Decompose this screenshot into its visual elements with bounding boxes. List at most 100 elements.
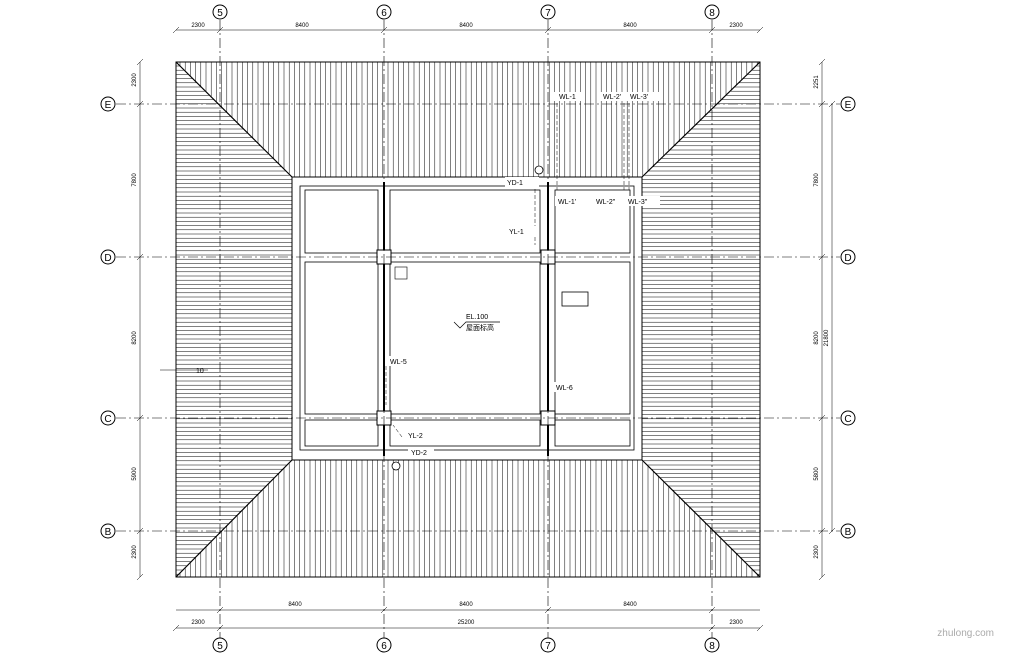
axis-bubble-8-bottom: 8 (704, 637, 720, 653)
dim-bottom-5: 25200 (458, 620, 475, 626)
axis-bubble-5-bottom: 5 (212, 637, 228, 653)
roof-panel (304, 419, 379, 447)
dim-tick (136, 58, 144, 66)
label-wl-1: WL-1 (559, 94, 576, 101)
svg-text:B: B (845, 527, 852, 538)
dim-right-2: 7800 (814, 173, 820, 187)
axis-bubble-B-right: B (840, 523, 856, 539)
roof-structure (160, 61, 761, 578)
axis-bubble-C-right: C (840, 410, 856, 426)
dim-right-3: 8200 (814, 331, 820, 345)
dim-tick (136, 527, 144, 535)
axis-bubble-E-left: E (100, 96, 116, 112)
svg-text:7: 7 (545, 641, 551, 652)
dim-tick (818, 100, 826, 108)
hip-line (641, 459, 761, 578)
dim-tick (708, 26, 716, 34)
dim-bottom-2: 8400 (459, 602, 473, 608)
dim-top-5: 2300 (729, 23, 743, 29)
dim-tick (544, 606, 552, 614)
svg-text:7: 7 (545, 8, 551, 19)
flat-roof-area (291, 176, 643, 461)
axis-bubble-8-top: 8 (704, 4, 720, 20)
svg-text:E: E (105, 100, 112, 111)
corner-detail (394, 266, 408, 280)
dim-bottom-3: 8400 (623, 602, 637, 608)
svg-text:C: C (104, 414, 111, 425)
dim-tick (216, 26, 224, 34)
dim-right-total: 21800 (824, 329, 830, 346)
dim-right-4: 5800 (814, 467, 820, 481)
svg-text:8: 8 (709, 8, 715, 19)
watermark-text: zhulong.com (937, 628, 994, 639)
svg-text:6: 6 (381, 8, 387, 19)
dim-right-1: 2251 (814, 75, 820, 89)
svg-text:B: B (105, 527, 112, 538)
dim-left-1: 2300 (132, 73, 138, 87)
dim-tick (818, 527, 826, 535)
roof-panel (389, 189, 541, 254)
svg-text:D: D (844, 253, 851, 264)
dim-tick (136, 100, 144, 108)
dim-tick (172, 26, 180, 34)
axis-bubble-7-bottom: 7 (540, 637, 556, 653)
dim-left-4: 5900 (132, 467, 138, 481)
axis-bubble-6-top: 6 (376, 4, 392, 20)
dimension-lines (136, 26, 836, 632)
axis-bubble-C-left: C (100, 410, 116, 426)
label-wl-6: WL-6 (556, 385, 573, 392)
dim-tick (818, 253, 826, 261)
dim-tick (544, 26, 552, 34)
label-wl-3-prime: WL-3' (630, 94, 648, 101)
axis-bubble-B-left: B (100, 523, 116, 539)
eave-outline (175, 61, 761, 578)
elevation-marker (453, 321, 500, 329)
label-wl-2-prime: WL-2' (603, 94, 621, 101)
dim-tick (828, 100, 836, 108)
svg-text:C: C (844, 414, 851, 425)
svg-text:D: D (104, 253, 111, 264)
dim-left-2: 7800 (132, 173, 138, 187)
dim-tick (818, 58, 826, 66)
roof-panel (554, 261, 631, 415)
label-wl-1-dprime: WL-1' (558, 199, 576, 206)
axis-bubble-D-right: D (840, 249, 856, 265)
dim-left-5: 2300 (132, 545, 138, 559)
dim-tick (216, 606, 224, 614)
dim-top-2: 8400 (295, 23, 309, 29)
parapet-inner (299, 185, 635, 451)
label-yl-2: YL-2 (408, 433, 423, 440)
drain-yd-2 (391, 461, 401, 471)
dim-tick (380, 606, 388, 614)
component-labels: WL-1 WL-2' WL-3' YD-1 WL-1' WL-2'' WL-3'… (196, 92, 660, 457)
dim-bottom-1: 8400 (288, 602, 302, 608)
dim-right-5: 2300 (814, 545, 820, 559)
roof-hatching (176, 62, 760, 577)
label-wl-3-dprime: WL-3'' (628, 199, 647, 206)
roof-hatch (561, 291, 589, 307)
label-yd-2: YD-2 (411, 450, 427, 457)
dim-tick (136, 414, 144, 422)
roof-panel (304, 189, 379, 254)
dim-left-3: 8200 (132, 331, 138, 345)
dim-tick (828, 527, 836, 535)
dim-tick (172, 624, 180, 632)
dim-tick (136, 253, 144, 261)
svg-text:5: 5 (217, 641, 223, 652)
svg-text:6: 6 (381, 641, 387, 652)
svg-text:5: 5 (217, 8, 223, 19)
dim-tick (756, 26, 764, 34)
dim-top-4: 8400 (623, 23, 637, 29)
svg-text:E: E (845, 100, 852, 111)
side-mark-label: 10 (196, 368, 204, 375)
grid-lines (116, 20, 840, 638)
roof-panel (554, 189, 631, 254)
leader-line (392, 424, 403, 438)
dim-tick (216, 624, 224, 632)
elevation-label: EL.100 (466, 314, 488, 321)
hip-line (641, 61, 761, 178)
label-yd-1: YD-1 (507, 180, 523, 187)
roof-panel (389, 419, 541, 447)
label-wl-2-dprime: WL-2'' (596, 199, 615, 206)
dim-tick (708, 606, 716, 614)
